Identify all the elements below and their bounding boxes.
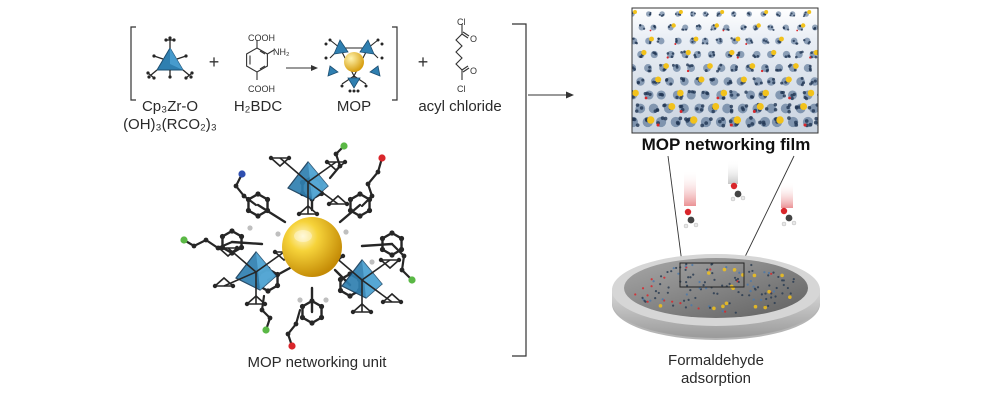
film-image	[631, 7, 819, 134]
acyl-chloride-structure	[455, 24, 470, 80]
h2bdc-cooh-bottom: COOH	[248, 84, 275, 94]
reagent1-line2: (OH)₃(RCO₂)₃	[123, 116, 217, 133]
substrate-disk	[612, 254, 820, 340]
networking-unit-label: MOP networking unit	[247, 354, 387, 371]
formaldehyde-1	[683, 208, 699, 229]
formaldehyde-3	[780, 207, 797, 227]
application-line1: Formaldehyde	[668, 352, 764, 369]
formaldehyde-2	[730, 182, 746, 202]
unit-zr-cluster	[268, 155, 350, 217]
plus-sign-2: +	[418, 52, 429, 72]
mop-label: MOP	[336, 98, 372, 115]
acyl-o-top: O	[470, 34, 478, 44]
reaction-bracket	[130, 26, 398, 101]
h2bdc-nh2: NH₂	[273, 47, 290, 57]
unit-zr-cluster	[212, 245, 296, 307]
divider-bracket	[512, 23, 527, 357]
acyl-chloride-label: acyl chloride	[418, 98, 502, 115]
reagent1-line1: Cp₃Zr-O	[141, 98, 199, 115]
application-line2: adsorption	[680, 370, 752, 387]
application-label: Formaldehyde adsorption	[636, 352, 796, 388]
transition-arrow	[528, 91, 574, 99]
h2bdc-cooh-top: COOH	[248, 33, 275, 43]
acyl-cl-bottom: Cl	[457, 84, 466, 94]
acyl-o-bottom: O	[470, 66, 478, 76]
formaldehyde-molecules	[683, 160, 797, 229]
reagent1-label: Cp₃Zr-O (OH)₃(RCO₂)₃	[120, 98, 220, 134]
h2bdc-structure	[246, 40, 275, 80]
zoom-lines	[667, 155, 795, 264]
film-label: MOP networking film	[641, 135, 811, 154]
zr-cluster-icon	[146, 36, 194, 80]
reaction-arrow	[286, 65, 318, 71]
acyl-cl-top: Cl	[457, 17, 466, 27]
plus-sign-1: +	[209, 52, 220, 72]
h2bdc-label: H₂BDC	[233, 98, 283, 115]
unit-cage-core	[282, 217, 342, 277]
mop-networking-unit	[180, 142, 416, 350]
mop-cage-icon	[324, 38, 384, 93]
